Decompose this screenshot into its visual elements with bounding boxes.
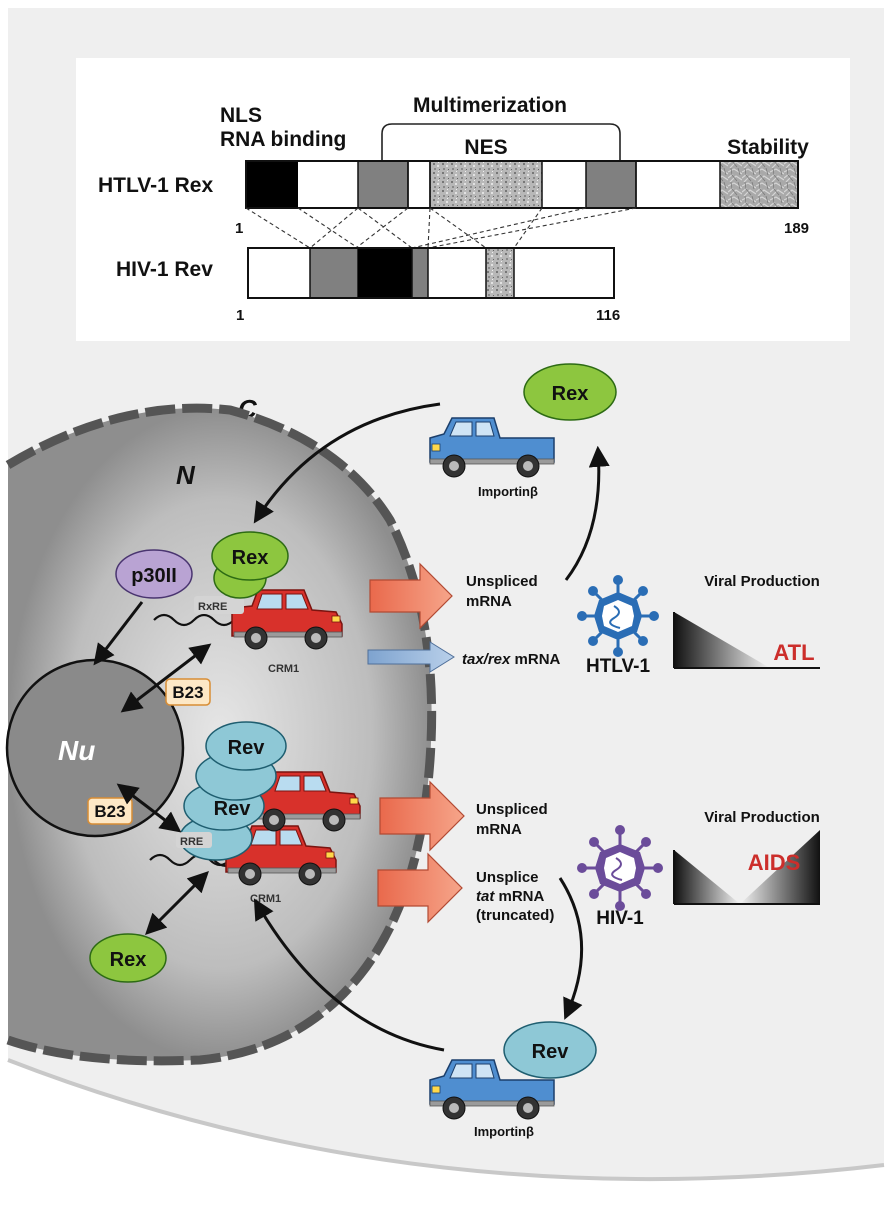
htlv-production-wedge — [674, 612, 770, 668]
nls-label-line2: RNA binding — [220, 128, 346, 151]
htlv1-virion — [577, 575, 659, 657]
hiv1-label: HIV-1 — [596, 908, 644, 929]
rev-end-residue: 116 — [596, 307, 620, 324]
unspliced-hiv-line2: mRNA — [476, 821, 522, 838]
rxre-label: RxRE — [198, 601, 227, 613]
rex-protein-import — [523, 363, 617, 421]
cell-membrane — [8, 1060, 884, 1217]
tat-export-arrow — [377, 852, 463, 924]
unspliced-export-arrow-htlv — [369, 562, 453, 630]
importin-rev-label: Importinβ — [474, 1124, 534, 1139]
nuclear-envelope — [5, 403, 437, 1066]
nucleolus-rev-shuttle-arrow — [116, 783, 182, 833]
rex-import-arrow — [253, 402, 441, 524]
rre-label: RRE — [180, 836, 203, 848]
b23-lower-label: B23 — [94, 802, 125, 821]
multimerization-bracket — [381, 123, 621, 170]
p30II-protein — [115, 549, 193, 599]
nucleolus-rex-shuttle-arrow — [120, 643, 212, 713]
crm1-label-rex: CRM1 — [268, 663, 299, 675]
tat-to-importin-arrow — [558, 877, 584, 1020]
domain-panel: NLS RNA binding Multimerization NES Stab… — [76, 58, 850, 341]
multimerization-label: Multimerization — [413, 94, 567, 117]
rex-import-label: Rex — [552, 383, 589, 405]
unspliced-hiv-line1: Unspliced — [476, 801, 548, 818]
unspliced-to-importin-arrow — [564, 445, 610, 581]
stability-label: Stability — [727, 136, 809, 159]
taxrex-export-arrow — [367, 641, 455, 673]
taxrex-mrna-label: tax/rex mRNA — [462, 651, 561, 668]
unsplice-tat-line1: Unsplice — [476, 869, 539, 886]
rev-import-arrow — [253, 898, 445, 1052]
rex-protein-nuclear — [211, 531, 289, 581]
rex-protein-free — [89, 933, 167, 983]
hiv-production-wedge-left — [674, 850, 740, 904]
hiv1-rev-label: HIV-1 Rev — [116, 258, 213, 281]
atl-label: ATL — [773, 640, 814, 665]
rev-start-residue: 1 — [236, 307, 244, 324]
unspliced-htlv-line2: mRNA — [466, 593, 512, 610]
rev-nuclear-label-upper: Rev — [228, 737, 266, 759]
unsplice-tat-line2: tat mRNA — [476, 888, 545, 905]
rev-domain-bar — [247, 247, 615, 299]
unspliced-htlv-line1: Unspliced — [466, 573, 538, 590]
unspliced-export-arrow-hiv — [379, 780, 465, 852]
viral-production-hiv-label: Viral Production — [704, 809, 820, 826]
hiv1-virion — [577, 825, 663, 911]
nes-label: NES — [464, 136, 507, 159]
rev-protein-import — [503, 1021, 597, 1079]
rex-domain-bar — [245, 160, 799, 209]
rev-protein-1 — [205, 721, 287, 771]
rex-start-residue: 1 — [235, 220, 243, 237]
nucleus-label: N — [176, 460, 196, 490]
rex-to-rre-arrow — [145, 871, 209, 935]
cell-panel: C N Nu CRM1 RxRE Rex p30II B23 — [5, 363, 885, 1217]
p30II-to-nucleolus-arrow — [93, 601, 144, 666]
rex-nuclear-label: Rex — [232, 547, 269, 569]
rex-free-label: Rex — [110, 949, 147, 971]
rex-end-residue: 189 — [784, 220, 809, 237]
hiv-production-wedge-right — [740, 830, 820, 904]
homology-lines — [245, 207, 637, 249]
htlv1-label: HTLV-1 — [586, 656, 650, 677]
importin-rex-label: Importinβ — [478, 484, 538, 499]
viral-production-htlv-label: Viral Production — [704, 573, 820, 590]
rev-nuclear-label-lower: Rev — [214, 798, 252, 820]
b23-upper-label: B23 — [172, 683, 203, 702]
htlv1-rex-label: HTLV-1 Rex — [98, 174, 213, 197]
crm1-label-rev: CRM1 — [250, 893, 281, 905]
aids-label: AIDS — [748, 850, 801, 875]
rev-import-label: Rev — [532, 1041, 570, 1063]
p30II-label: p30II — [131, 565, 177, 587]
nucleolus-label: Nu — [58, 735, 95, 766]
nls-label-line1: NLS — [220, 104, 262, 127]
unsplice-tat-line3: (truncated) — [476, 907, 554, 924]
